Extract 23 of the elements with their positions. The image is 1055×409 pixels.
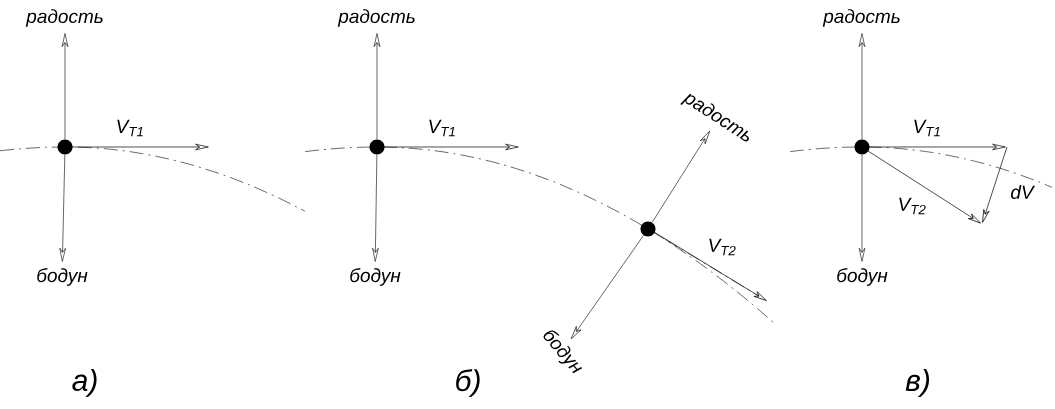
direction-label: радость <box>25 9 103 27</box>
point-mass <box>57 139 73 155</box>
arrow <box>570 235 644 340</box>
arrow <box>61 33 69 140</box>
vector-label: dV <box>1011 185 1036 199</box>
arrow <box>372 154 379 262</box>
direction-label: бодун <box>37 268 88 286</box>
point-mass <box>854 139 870 155</box>
direction-label: бодун <box>350 268 401 286</box>
arrow <box>651 130 711 223</box>
point-mass <box>640 221 656 237</box>
arrow <box>858 154 866 262</box>
panel-caption: в) <box>905 369 930 397</box>
direction-label: бодун <box>837 268 888 286</box>
panel-caption: б) <box>456 368 480 398</box>
arrow <box>858 33 866 140</box>
arrow <box>59 154 66 262</box>
direction-label: радость <box>337 9 415 27</box>
point-mass <box>369 139 385 155</box>
arrow <box>373 33 381 140</box>
panel-caption: а) <box>72 369 97 397</box>
direction-label: радость <box>822 9 900 27</box>
vector-label: V$_{T2}$ <box>899 197 926 215</box>
